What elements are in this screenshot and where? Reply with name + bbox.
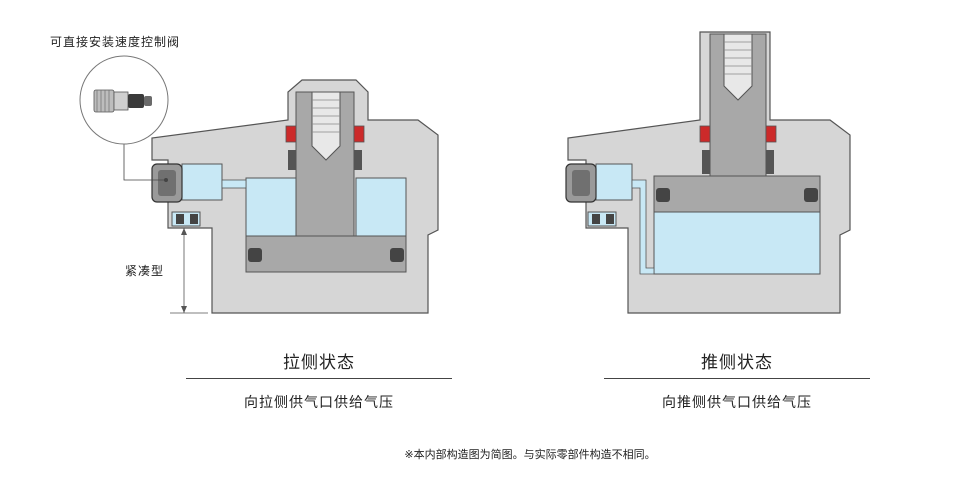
valve-callout-line	[123, 142, 166, 181]
rod-seal-right	[353, 125, 365, 143]
pull-side-cylinder	[79, 55, 439, 314]
piston-head	[245, 235, 407, 273]
piston-seal-left	[248, 248, 262, 262]
compact-label: 紧凑型	[125, 264, 165, 278]
piston-seal-right	[390, 248, 404, 262]
pull-state-title: 拉侧状态	[283, 353, 355, 373]
valve-label: 可直接安装速度控制阀	[50, 35, 181, 49]
speed-controller-icon	[93, 89, 152, 113]
push-piston-seal-right	[804, 188, 818, 202]
pull-chamber-right	[355, 177, 407, 237]
rod-seal-left	[285, 125, 297, 143]
push-state-title: 推侧状态	[701, 353, 773, 373]
push-rod-thread-hole	[723, 33, 753, 101]
push-port-passage	[595, 163, 633, 201]
push-rod-seal-left	[699, 125, 711, 143]
compact-dimension	[170, 227, 208, 314]
push-side-cylinder	[565, 31, 851, 314]
push-rod-seal-right	[765, 125, 777, 143]
push-state-description: 向推侧供气口供给气压	[662, 395, 812, 411]
footnote: ※本内部构造图为简图。与实际零部件构造不相同。	[404, 448, 656, 461]
push-piston-head	[653, 175, 821, 213]
rod-thread-hole	[311, 91, 341, 161]
push-chamber	[653, 211, 821, 275]
pull-port-passage	[181, 163, 223, 201]
pull-state-description: 向拉侧供气口供给气压	[244, 395, 394, 411]
push-state-divider	[604, 378, 870, 379]
pull-state-divider	[186, 378, 452, 379]
pull-chamber-left	[245, 177, 297, 237]
pull-port-channel	[221, 179, 247, 189]
push-piston-seal-left	[656, 188, 670, 202]
push-port-channel	[631, 179, 655, 275]
